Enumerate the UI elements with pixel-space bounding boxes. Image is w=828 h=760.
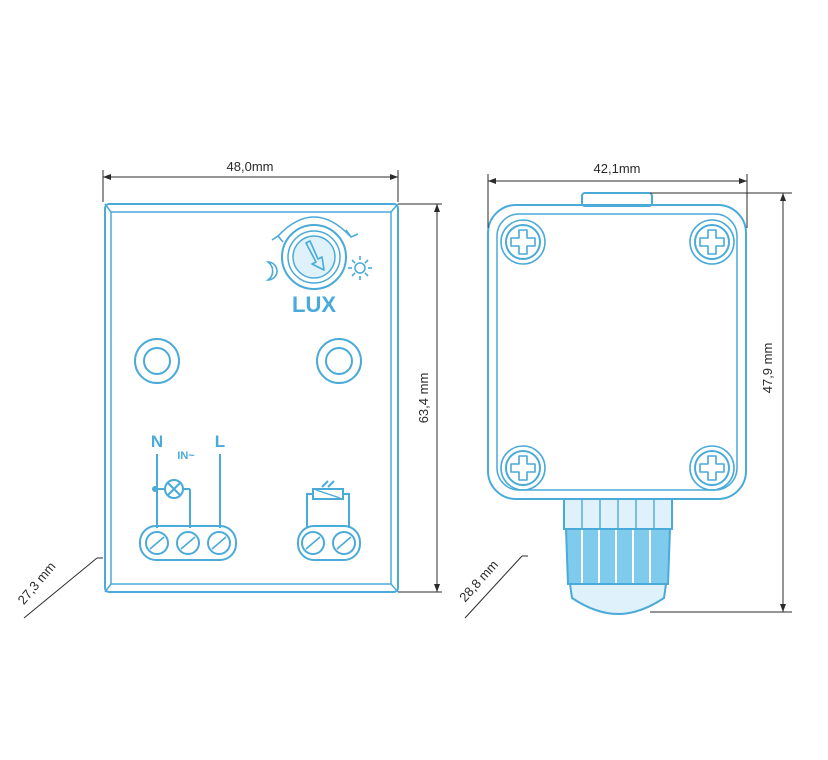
front-housing-outer [104,203,399,593]
terminal-block-sensor [297,525,361,561]
side-width-label: 42,1mm [594,161,641,176]
cross-screw-icon [500,219,546,265]
dimension-lines [23,170,792,619]
sun-icon [348,256,372,280]
live-label: L [215,432,225,451]
cable-gland [563,498,673,616]
side-depth-label: 28,8 mm [456,557,501,605]
mounting-hole-right [316,338,362,384]
side-height-label: 47,9 mm [760,343,775,394]
front-housing-inner [110,211,392,585]
cross-screw-icon [689,219,735,265]
front-depth-label: 27,3 mm [15,559,59,607]
moon-icon [265,261,278,281]
input-label: IN~ [177,450,195,462]
front-width-label: 48,0mm [227,159,274,174]
lamp-symbol-icon [164,479,184,499]
front-view [104,203,399,593]
side-housing-inner [496,213,738,491]
lux-label: LUX [292,292,336,317]
side-view [487,192,747,616]
wiring-schematic [152,454,221,528]
neutral-label: N [151,432,163,451]
cross-screw-icon [689,445,735,491]
mounting-hole-left [134,338,180,384]
terminal-block-power [139,525,237,561]
front-height-label: 63,4 mm [416,373,431,424]
lux-knob [271,216,359,290]
cross-screw-icon [500,445,546,491]
light-sensor-icon [306,480,350,528]
